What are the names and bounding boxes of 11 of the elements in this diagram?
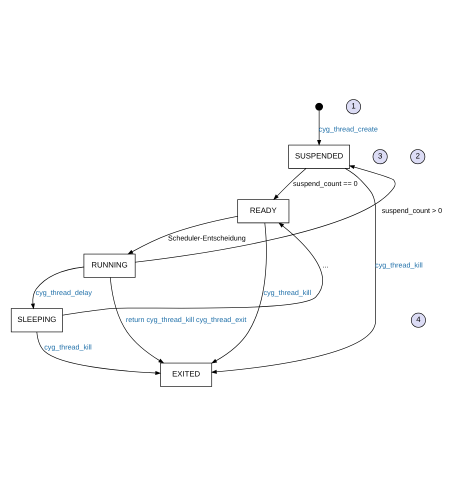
node-circle — [315, 102, 324, 111]
arrow — [36, 332, 162, 376]
arrow — [30, 266, 84, 310]
arrow — [62, 222, 323, 316]
arrow — [127, 216, 238, 254]
arrow — [211, 222, 267, 364]
arrow — [135, 165, 396, 263]
arrow — [317, 110, 322, 146]
arrow — [110, 277, 164, 364]
arrow — [273, 168, 306, 200]
arrow — [210, 168, 376, 374]
